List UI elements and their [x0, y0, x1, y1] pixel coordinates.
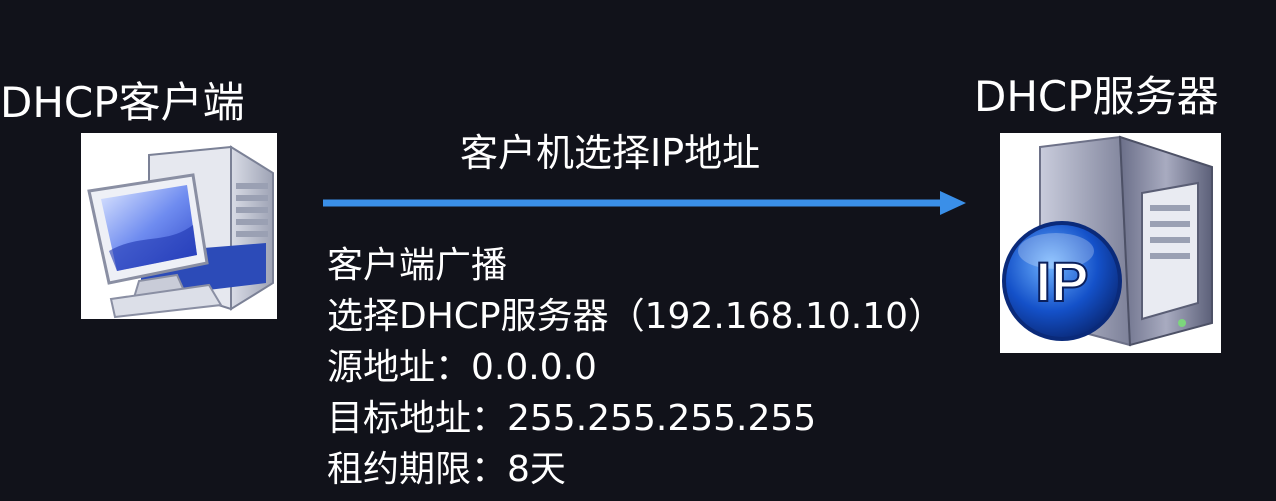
- desktop-computer-icon: [81, 133, 277, 319]
- info-line-lease-term: 租约期限：8天: [327, 449, 566, 490]
- arrow-caption: 客户机选择IP地址: [460, 131, 761, 175]
- broadcast-info: 客户端广播 选择DHCP服务器（192.168.10.10） 源地址：0.0.0…: [327, 240, 944, 495]
- info-line-server-choice: 选择DHCP服务器（192.168.10.10）: [327, 296, 945, 337]
- server-title: DHCP服务器: [974, 72, 1219, 121]
- right-arrow-icon: [323, 191, 966, 215]
- info-line-broadcast: 客户端广播: [327, 245, 508, 286]
- ip-badge-text: IP: [1036, 250, 1089, 313]
- info-line-destination-address: 目标地址：255.255.255.255: [327, 398, 817, 439]
- ip-server-icon: IP: [1000, 133, 1221, 353]
- client-title: DHCP客户端: [0, 78, 245, 127]
- info-line-source-address: 源地址：0.0.0.0: [327, 347, 597, 388]
